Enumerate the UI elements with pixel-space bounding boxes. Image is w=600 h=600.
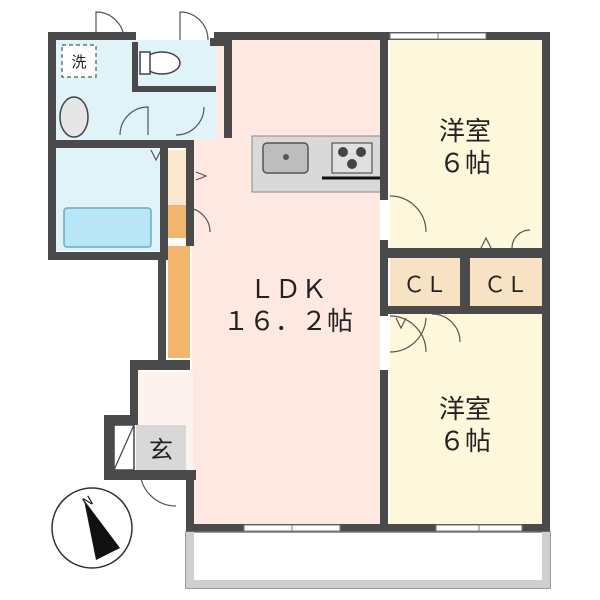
western-room-1-size: ６帖 bbox=[439, 149, 491, 179]
western-room-1-label: 洋室 bbox=[439, 117, 491, 147]
wash-basin bbox=[59, 96, 89, 138]
north-arrow-icon bbox=[84, 500, 120, 560]
genkan-floor bbox=[136, 425, 186, 470]
closet-1-floor bbox=[390, 258, 460, 306]
bathtub bbox=[63, 207, 152, 248]
ldk-floor bbox=[192, 40, 380, 525]
storage-lower bbox=[168, 246, 190, 358]
compass: N bbox=[51, 487, 133, 569]
windows bbox=[243, 32, 523, 532]
closet-2-floor bbox=[470, 258, 542, 306]
western-room-2-label: 洋室 bbox=[439, 395, 491, 425]
washing-machine-spot bbox=[61, 44, 97, 78]
western-room-2-size: ６帖 bbox=[439, 427, 491, 457]
closet-2-label: ＣＬ bbox=[484, 273, 528, 298]
western-room-2-floor bbox=[390, 314, 542, 525]
closet-1-label: ＣＬ bbox=[403, 273, 447, 298]
ldk-label: ＬＤＫ bbox=[249, 275, 327, 305]
western-room-1-floor bbox=[390, 40, 542, 248]
washroom-label: 洗 bbox=[71, 53, 86, 71]
ldk-size: １６．２帖 bbox=[223, 307, 353, 337]
balcony bbox=[185, 531, 551, 589]
entrance-label: 玄 bbox=[149, 436, 173, 464]
storage-upper-fill bbox=[168, 205, 186, 238]
